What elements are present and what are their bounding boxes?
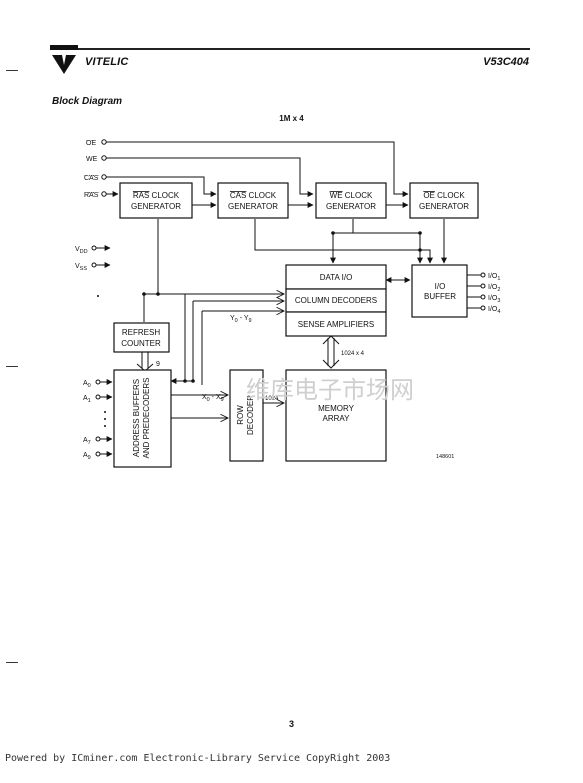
cas-clock-generator-box bbox=[217, 182, 289, 219]
organization-label: 1M x 4 bbox=[279, 114, 304, 123]
sense-amplifiers-box bbox=[285, 311, 387, 337]
ras-clock-label: RAS CLOCK bbox=[133, 191, 180, 200]
refresh-counter-box bbox=[113, 322, 170, 353]
header-rule bbox=[50, 48, 530, 50]
brand-name: VITELIC bbox=[85, 56, 129, 68]
oe-clock-label-2: GENERATOR bbox=[419, 202, 469, 211]
we-clock-generator-box bbox=[315, 182, 387, 219]
row-decoder-label-2: DECODER bbox=[246, 395, 255, 435]
cas-clock-label: CAS CLOCK bbox=[230, 191, 277, 200]
margin-mark bbox=[6, 662, 18, 663]
row-decoder-box bbox=[229, 369, 264, 462]
cas-pin-label: CAS bbox=[84, 175, 99, 182]
row-decoder-label: ROW bbox=[236, 405, 245, 425]
we-clock-label: WE CLOCK bbox=[330, 191, 373, 200]
we-clock-label-2: GENERATOR bbox=[326, 202, 376, 211]
address-buffers-box bbox=[113, 369, 172, 468]
ras-pin-label: RAS bbox=[84, 192, 99, 199]
io-pin-label: I/O2 bbox=[488, 284, 500, 293]
address-buffers-label: ADDRESS BUFFERS bbox=[132, 379, 141, 457]
oe-pin-label: OE bbox=[86, 140, 96, 147]
address-pin-label: A1 bbox=[83, 395, 91, 404]
io-pin-label: I/O4 bbox=[488, 306, 500, 315]
memory-array-label: MEMORY bbox=[318, 404, 355, 413]
address-pin-label: A0 bbox=[83, 380, 91, 389]
refresh-width-label: 9 bbox=[156, 361, 160, 368]
address-pin-label: A7 bbox=[83, 437, 91, 446]
page-number: 3 bbox=[288, 719, 294, 729]
oe-clock-generator-box bbox=[409, 182, 479, 219]
header-accent-bar bbox=[50, 45, 78, 50]
io-buffer-label: I/O bbox=[435, 282, 446, 291]
vss-pin-label: VSS bbox=[75, 263, 87, 272]
footer-text: Powered by ICminer.com Electronic-Librar… bbox=[5, 753, 391, 764]
watermark-text: 维库电子市场网 bbox=[246, 377, 414, 404]
section-title: Block Diagram bbox=[52, 96, 123, 107]
refresh-counter-label-2: COUNTER bbox=[121, 339, 161, 348]
part-number: V53C404 bbox=[483, 56, 529, 68]
x-bus-label: X0 - X9 bbox=[202, 394, 224, 403]
refresh-counter-label: REFRESH bbox=[122, 328, 160, 337]
data-width-label: 1024 x 4 bbox=[341, 351, 365, 357]
sense-amplifiers-label: SENSE AMPLIFIERS bbox=[298, 320, 374, 329]
row-width-label: 1024 bbox=[265, 396, 279, 402]
memory-array-box bbox=[285, 369, 387, 462]
we-pin-label: WE bbox=[86, 156, 98, 163]
margin-mark bbox=[6, 70, 18, 71]
vitelic-logo-icon bbox=[52, 55, 76, 74]
io-buffer-label-2: BUFFER bbox=[424, 292, 456, 301]
data-io-box bbox=[285, 264, 387, 290]
column-decoders-label: COLUMN DECODERS bbox=[295, 296, 377, 305]
io-pin-label: I/O1 bbox=[488, 273, 500, 282]
oe-clock-label: OE CLOCK bbox=[423, 191, 465, 200]
ras-clock-label-2: GENERATOR bbox=[131, 202, 181, 211]
ras-clock-generator-box bbox=[119, 182, 193, 219]
y-bus-label: Y0 - Y9 bbox=[230, 315, 252, 324]
cas-clock-label-2: GENERATOR bbox=[228, 202, 278, 211]
figure-number: 148601 bbox=[436, 454, 454, 460]
io-pin-label: I/O3 bbox=[488, 295, 500, 304]
io-buffer-box bbox=[411, 264, 468, 318]
data-io-label: DATA I/O bbox=[320, 273, 353, 282]
address-pin-label: A9 bbox=[83, 452, 91, 461]
memory-array-label-2: ARRAY bbox=[323, 414, 351, 423]
margin-mark bbox=[6, 366, 18, 367]
vdd-pin-label: VDD bbox=[75, 246, 88, 255]
address-buffers-label-2: AND PREDECODERS bbox=[142, 378, 151, 459]
